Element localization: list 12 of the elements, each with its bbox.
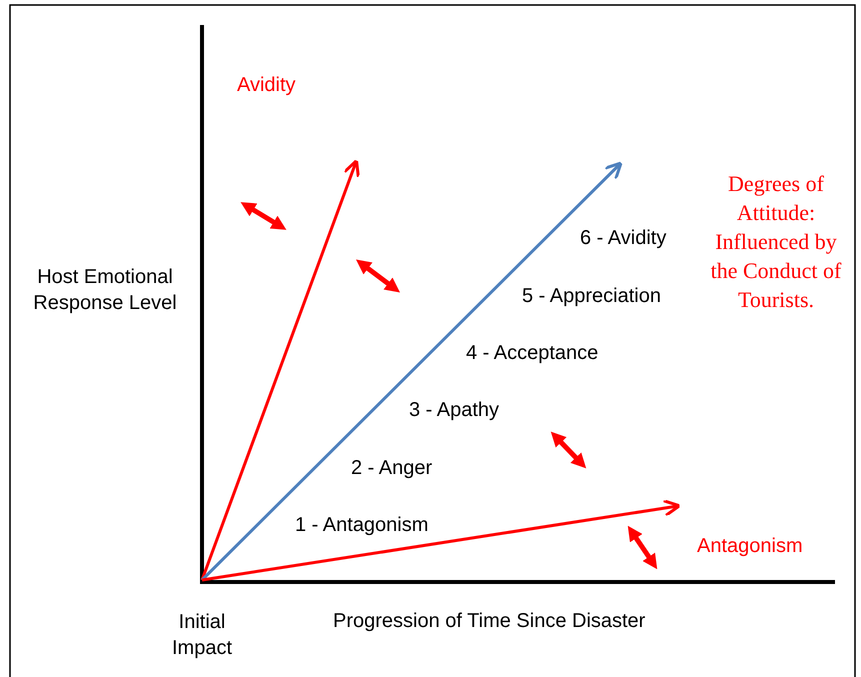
stage-label: 2 - Anger (351, 456, 432, 481)
stage-label: 6 - Avidity (580, 226, 666, 251)
curve-label: Avidity (237, 73, 296, 98)
curve-label: Antagonism (697, 534, 803, 559)
stage-label: 1 - Antagonism (295, 513, 428, 538)
stage-label: 3 - Apathy (409, 398, 500, 423)
axis-origin-label: Initial Impact (170, 610, 234, 661)
axis-title: Progression of Time Since Disaster (333, 609, 646, 634)
axis-title: Host Emotional Response Level (32, 265, 178, 316)
stage-label: 5 - Appreciation (522, 284, 661, 309)
side-note: Degrees of Attitude: Influenced by the Conduct of Tourists. (710, 170, 842, 314)
stage-label: 4 - Acceptance (466, 341, 598, 366)
